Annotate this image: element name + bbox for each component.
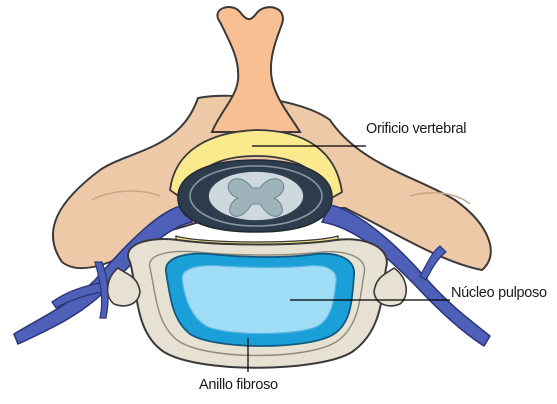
label-orificio-vertebral: Orificio vertebral	[366, 122, 466, 137]
spinous-process	[212, 7, 300, 132]
label-anillo-fibroso: Anillo fibroso	[199, 378, 278, 393]
label-nucleo-pulposo: Núcleo pulposo	[451, 286, 547, 301]
